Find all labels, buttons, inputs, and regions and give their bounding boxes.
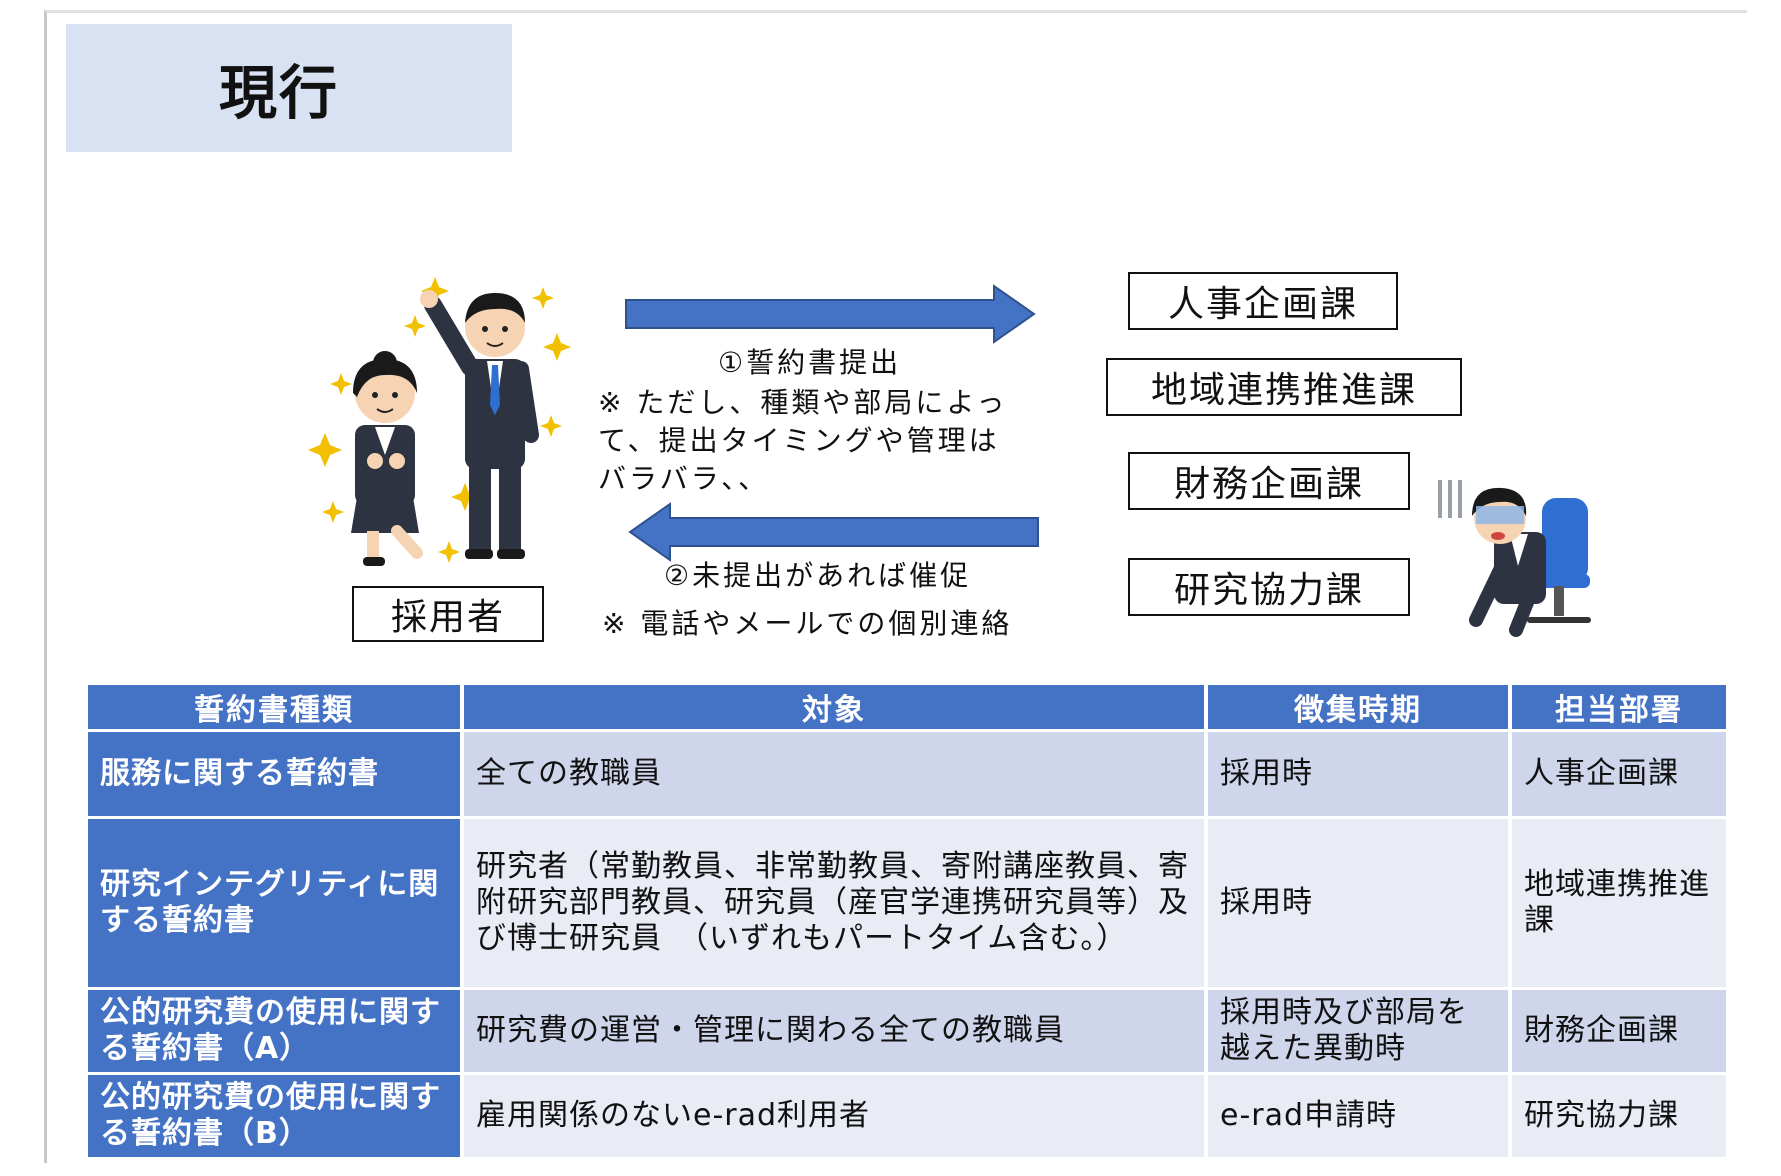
timing-cell: 採用時 <box>1208 732 1508 816</box>
department-box-chiiki: 地域連携推進課 <box>1106 358 1462 416</box>
column-header: 担当部署 <box>1512 685 1726 729</box>
department-label: 地域連携推進課 <box>1150 370 1417 411</box>
department-label: 研究協力課 <box>1173 570 1364 611</box>
forward-flow-note-2: て、提出タイミングや管理は <box>598 424 1000 457</box>
table-row: 服務に関する誓約書 全ての教職員 採用時 人事企画課 <box>88 732 1726 816</box>
tired-worker-icon <box>1438 480 1591 637</box>
title-box: 現行 <box>66 24 512 152</box>
backward-flow-note: ※ 電話やメールでの個別連絡 <box>602 607 1013 640</box>
department-label: 財務企画課 <box>1173 464 1364 505</box>
applicant-box: 採用者 <box>352 586 544 642</box>
forward-flow-label: ①誓約書提出 <box>718 346 902 379</box>
department-cell: 地域連携推進課 <box>1512 819 1726 987</box>
target-cell: 研究者（常勤教員、非常勤教員、寄附講座教員、寄附研究部門教員、研究員（産官学連携… <box>464 819 1204 987</box>
department-box-zaimu: 財務企画課 <box>1128 452 1410 510</box>
oath-type-cell: 研究インテグリティに関する誓約書 <box>88 819 460 987</box>
page-title: 現行 <box>218 59 339 127</box>
applicant-label: 採用者 <box>390 597 505 638</box>
table-row: 公的研究費の使用に関する誓約書（B） 雇用関係のないe-rad利用者 e-rad… <box>88 1075 1726 1157</box>
department-cell: 研究協力課 <box>1512 1075 1726 1157</box>
timing-cell: e-rad申請時 <box>1208 1075 1508 1157</box>
department-cell: 財務企画課 <box>1512 990 1726 1072</box>
target-cell: 雇用関係のないe-rad利用者 <box>464 1075 1204 1157</box>
oath-table: 誓約書種類 対象 徴集時期 担当部署 服務に関する誓約書 全ての教職員 採用時 … <box>84 682 1730 1160</box>
forward-flow-note-1: ※ ただし、種類や部局によっ <box>598 386 1008 419</box>
column-header: 徴集時期 <box>1208 685 1508 729</box>
table-header-row: 誓約書種類 対象 徴集時期 担当部署 <box>88 685 1726 729</box>
oath-type-cell: 服務に関する誓約書 <box>88 732 460 816</box>
table-row: 研究インテグリティに関する誓約書 研究者（常勤教員、非常勤教員、寄附講座教員、寄… <box>88 819 1726 987</box>
department-box-jinji: 人事企画課 <box>1128 272 1398 330</box>
target-cell: 全ての教職員 <box>464 732 1204 816</box>
timing-cell: 採用時 <box>1208 819 1508 987</box>
forward-flow-note-3: バラバラ、、 <box>598 462 770 495</box>
timing-cell: 採用時及び部局を越えた異動時 <box>1208 990 1508 1072</box>
column-header: 誓約書種類 <box>88 685 460 729</box>
target-cell: 研究費の運営・管理に関わる全ての教職員 <box>464 990 1204 1072</box>
department-box-kenkyu: 研究協力課 <box>1128 558 1410 616</box>
backward-flow-label: ②未提出があれば催促 <box>664 559 972 592</box>
column-header: 対象 <box>464 685 1204 729</box>
department-label: 人事企画課 <box>1167 284 1358 325</box>
people-icon <box>308 277 571 566</box>
table-row: 公的研究費の使用に関する誓約書（A） 研究費の運営・管理に関わる全ての教職員 採… <box>88 990 1726 1072</box>
oath-type-cell: 公的研究費の使用に関する誓約書（B） <box>88 1075 460 1157</box>
oath-type-cell: 公的研究費の使用に関する誓約書（A） <box>88 990 460 1072</box>
backward-arrow <box>628 502 1039 562</box>
forward-arrow <box>625 284 1036 344</box>
department-cell: 人事企画課 <box>1512 732 1726 816</box>
